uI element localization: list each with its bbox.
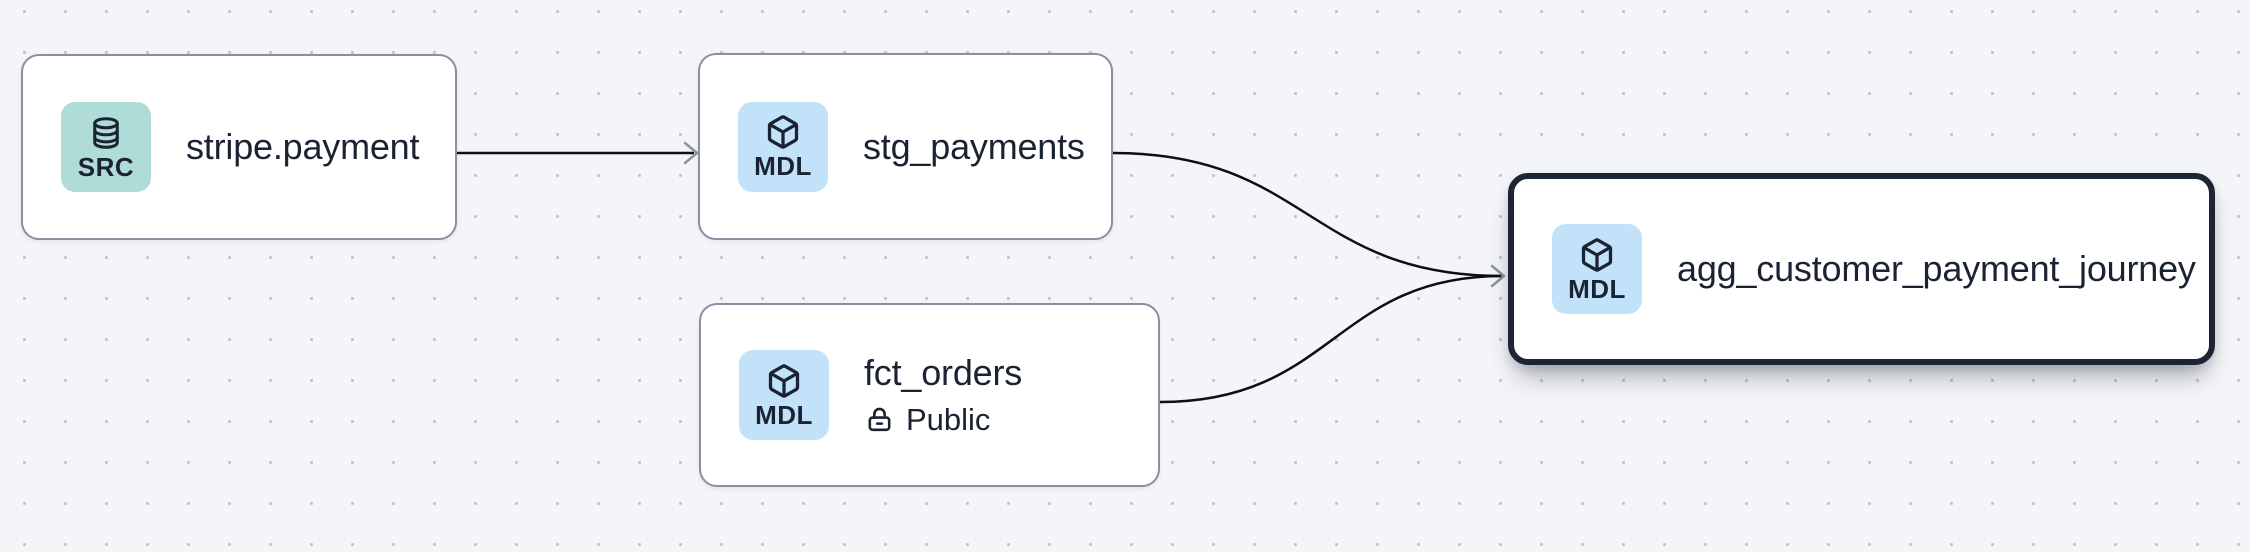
badge-label: MDL bbox=[754, 151, 812, 181]
node-stg-payments[interactable]: MDL stg_payments bbox=[698, 53, 1113, 240]
node-fct-orders[interactable]: MDL fct_orders Public bbox=[699, 303, 1160, 487]
cube-icon bbox=[766, 363, 802, 399]
mdl-badge: MDL bbox=[1552, 224, 1642, 314]
cube-icon bbox=[765, 114, 801, 150]
badge-label: MDL bbox=[1568, 273, 1626, 304]
arrowhead-icon bbox=[683, 141, 699, 165]
edge-fct-orders-to-agg bbox=[1159, 274, 1504, 404]
node-title: stripe.payment bbox=[186, 126, 420, 168]
mdl-badge: MDL bbox=[738, 101, 828, 192]
lock-open-icon bbox=[864, 404, 895, 435]
badge-label: MDL bbox=[755, 399, 813, 430]
badge-label: SRC bbox=[77, 151, 135, 182]
mdl-badge: MDL bbox=[739, 350, 829, 440]
edge-stg-payments-to-agg bbox=[1112, 151, 1504, 278]
node-title: agg_customer_payment_journey bbox=[1677, 248, 2196, 290]
cube-icon bbox=[1579, 237, 1615, 273]
node-title: fct_orders bbox=[864, 352, 1023, 394]
arrowhead-icon bbox=[1490, 264, 1506, 288]
src-badge: SRC bbox=[61, 102, 151, 192]
node-title: stg_payments bbox=[863, 125, 1085, 167]
node-stripe-payment[interactable]: SRC stripe.payment bbox=[21, 54, 457, 240]
database-icon bbox=[88, 115, 124, 151]
access-badge: Public bbox=[864, 401, 1022, 437]
node-agg-customer-payment-journey[interactable]: MDL agg_customer_payment_journey bbox=[1508, 173, 2215, 365]
access-label: Public bbox=[906, 401, 991, 437]
